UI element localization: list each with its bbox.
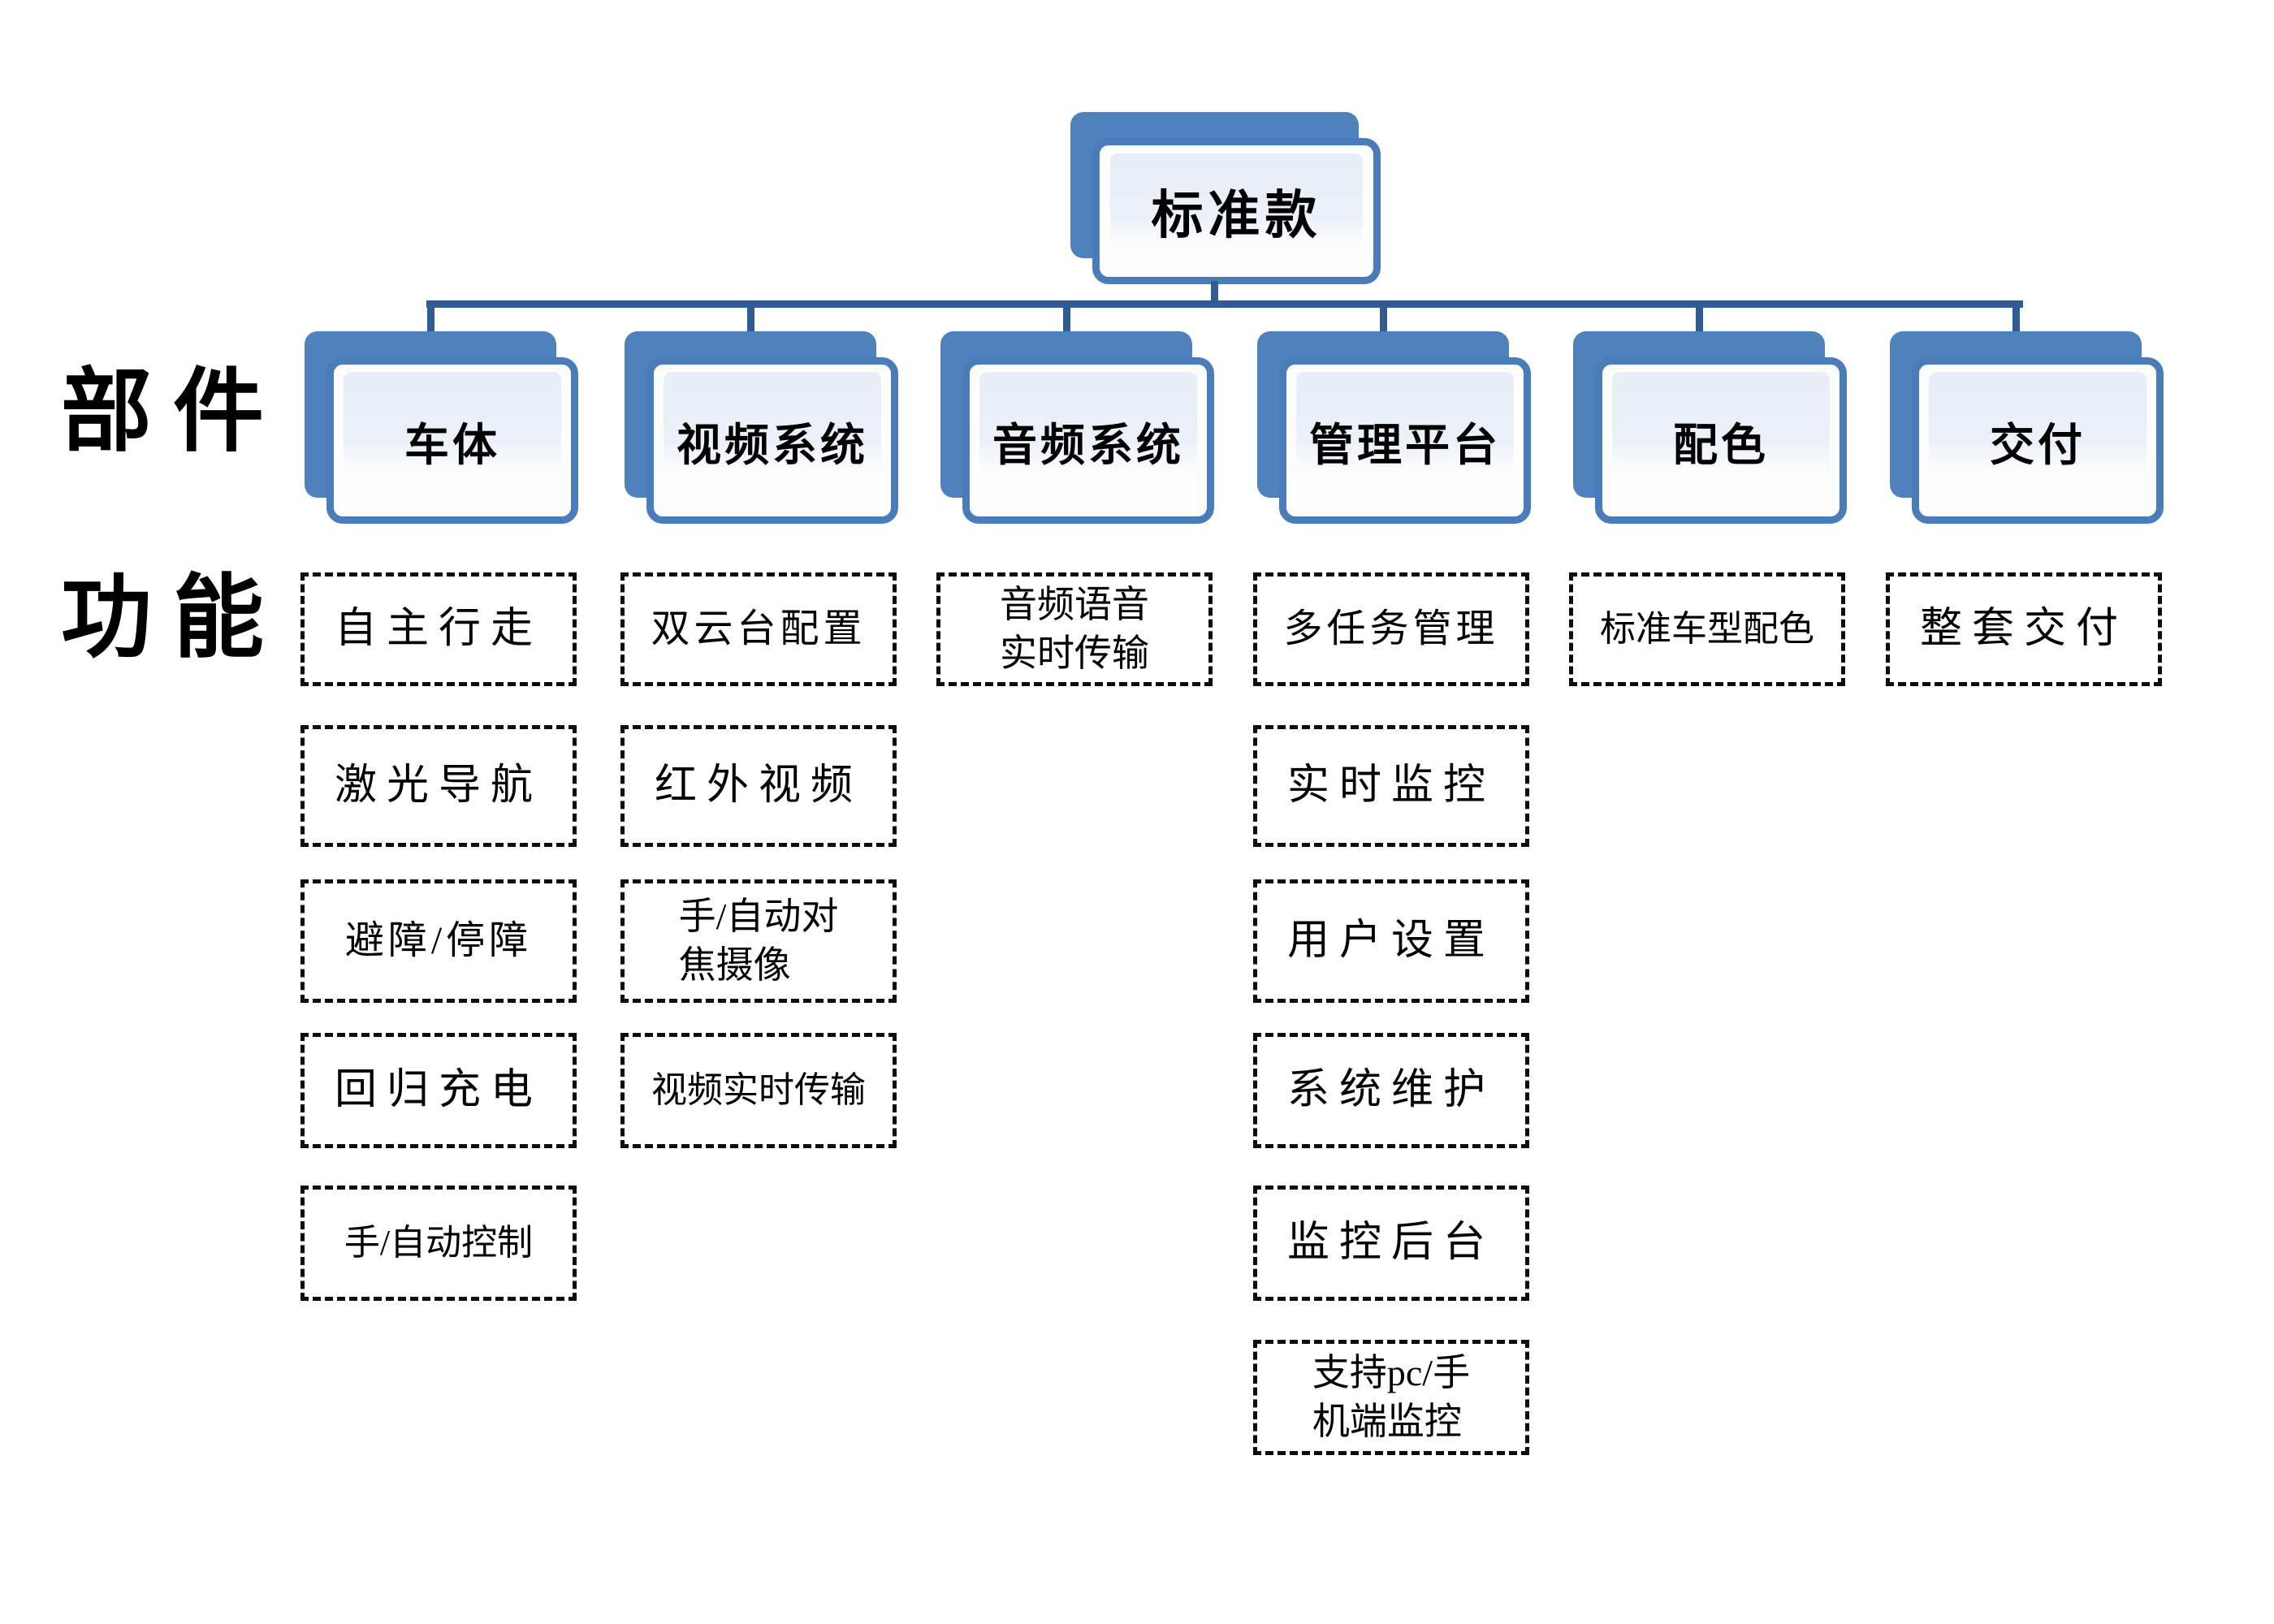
branch-node-delivery: 交付 [1912, 357, 2164, 524]
connector-trunk [426, 300, 2023, 308]
connector-branch-stub [747, 300, 754, 338]
branch-node-vehicle-body: 车体 [326, 357, 578, 524]
function-box-delivery-0: 整套交付 [1886, 572, 2162, 686]
function-label: 手/自动对 [678, 896, 839, 938]
function-box-management-platform-0: 多任务管理 [1253, 572, 1529, 686]
function-label: 回归充电 [334, 1067, 543, 1114]
function-label: 手/自动控制 [344, 1223, 534, 1263]
function-box-management-platform-3: 系统维护 [1253, 1033, 1529, 1148]
branch-label: 音频系统 [992, 420, 1184, 470]
function-label: 监控后台 [1286, 1220, 1495, 1267]
function-label: 多任务管理 [1283, 607, 1499, 650]
branch-node-audio-system: 音频系统 [962, 357, 1214, 524]
branch-node-color-scheme: 配色 [1595, 357, 1847, 524]
function-label: 机端监控 [1312, 1401, 1462, 1442]
branch-label: 视频系统 [676, 420, 868, 470]
root-node-label: 标准款 [1151, 187, 1322, 244]
function-box-video-system-1: 红外视频 [620, 725, 897, 847]
connector-branch-stub [427, 300, 434, 338]
function-box-video-system-2: 手/自动对焦摄像 [620, 879, 897, 1003]
function-label: 焦摄像 [678, 944, 791, 986]
function-box-vehicle-body-2: 避障/停障 [300, 879, 577, 1003]
connector-root-stub [1211, 281, 1218, 304]
function-label: 激光导航 [334, 762, 543, 810]
function-box-management-platform-2: 用户设置 [1253, 879, 1529, 1003]
function-box-vehicle-body-1: 激光导航 [300, 725, 577, 847]
function-label: 整套交付 [1919, 606, 2128, 653]
row-label-functions: 功能 [61, 568, 285, 669]
connector-branch-stub [1696, 300, 1703, 338]
function-label: 音频语音 [1000, 584, 1149, 626]
function-label: 系统维护 [1286, 1067, 1495, 1114]
root-node: 标准款 [1092, 138, 1381, 284]
function-box-management-platform-4: 监控后台 [1253, 1186, 1529, 1301]
branch-node-video-system: 视频系统 [646, 357, 898, 524]
branch-label: 配色 [1672, 420, 1769, 470]
function-box-management-platform-1: 实时监控 [1253, 725, 1529, 847]
function-box-vehicle-body-4: 手/自动控制 [300, 1186, 577, 1301]
branch-label: 管理平台 [1308, 420, 1501, 470]
function-box-video-system-3: 视频实时传输 [620, 1033, 897, 1148]
function-label: 避障/停障 [344, 918, 533, 962]
branch-node-management-platform: 管理平台 [1279, 357, 1531, 524]
function-label: 实时监控 [1286, 762, 1495, 810]
function-label: 标准车型配色 [1600, 609, 1814, 650]
connector-branch-stub [1380, 300, 1387, 338]
function-box-vehicle-body-3: 回归充电 [300, 1033, 577, 1148]
function-label: 双云台配置 [651, 607, 867, 650]
function-box-video-system-0: 双云台配置 [620, 572, 897, 686]
connector-branch-stub [2012, 300, 2020, 338]
function-label: 红外视频 [654, 762, 862, 810]
branch-label: 车体 [404, 420, 500, 470]
row-label-components: 部件 [61, 362, 285, 463]
branch-label: 交付 [1989, 420, 2086, 470]
connector-branch-stub [1063, 300, 1070, 338]
function-box-vehicle-body-0: 自主行走 [300, 572, 577, 686]
function-label: 支持pc/手 [1312, 1352, 1471, 1394]
function-box-audio-system-0: 音频语音实时传输 [936, 572, 1213, 686]
function-label: 视频实时传输 [651, 1070, 866, 1111]
function-box-management-platform-5: 支持pc/手机端监控 [1253, 1340, 1529, 1455]
function-label: 用户设置 [1286, 918, 1495, 965]
function-label: 实时传输 [1000, 633, 1149, 674]
function-box-color-scheme-0: 标准车型配色 [1569, 572, 1845, 686]
function-label: 自主行走 [334, 606, 543, 653]
